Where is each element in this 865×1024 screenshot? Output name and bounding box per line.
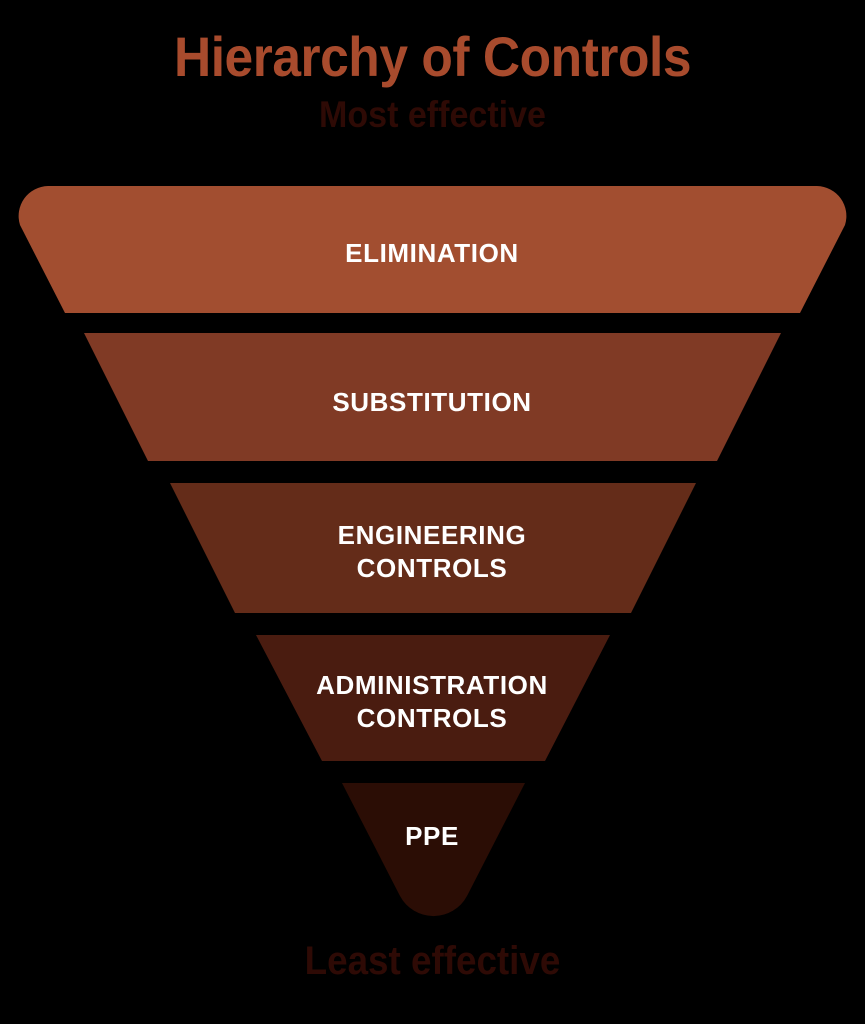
funnel-segment-ppe-shape [342,783,525,917]
funnel-segment-ppe[interactable]: PPE [342,783,525,917]
funnel-segment-substitution[interactable]: SUBSTITUTION [84,333,781,461]
least-effective-caption: Least effective [304,939,561,983]
funnel-segment-administration-controls-label-line1: ADMINISTRATION [316,670,548,700]
funnel-segment-elimination[interactable]: ELIMINATION [18,186,847,313]
funnel-segment-elimination-shape [18,186,847,313]
funnel-segment-elimination-label: ELIMINATION [345,238,519,268]
funnel-segment-administration-controls-label-line2: CONTROLS [357,703,508,733]
funnel-segment-substitution-shape [84,333,781,461]
heading-block: Hierarchy of Controls Most effective [0,0,865,136]
page-title: Hierarchy of Controls [173,25,692,88]
funnel-segment-substitution-label: SUBSTITUTION [332,387,531,417]
funnel-segment-administration-controls[interactable]: ADMINISTRATION CONTROLS [256,635,610,761]
funnel-segment-engineering-controls-label-line1: ENGINEERING [338,520,527,550]
funnel-segment-engineering-controls[interactable]: ENGINEERING CONTROLS [170,483,696,613]
funnel-segment-engineering-controls-label-line2: CONTROLS [357,553,508,583]
funnel-segment-engineering-controls-shape [170,483,696,613]
most-effective-caption: Most effective [318,94,546,135]
funnel-segment-ppe-label: PPE [405,821,459,851]
funnel-segment-administration-controls-shape [256,635,610,761]
